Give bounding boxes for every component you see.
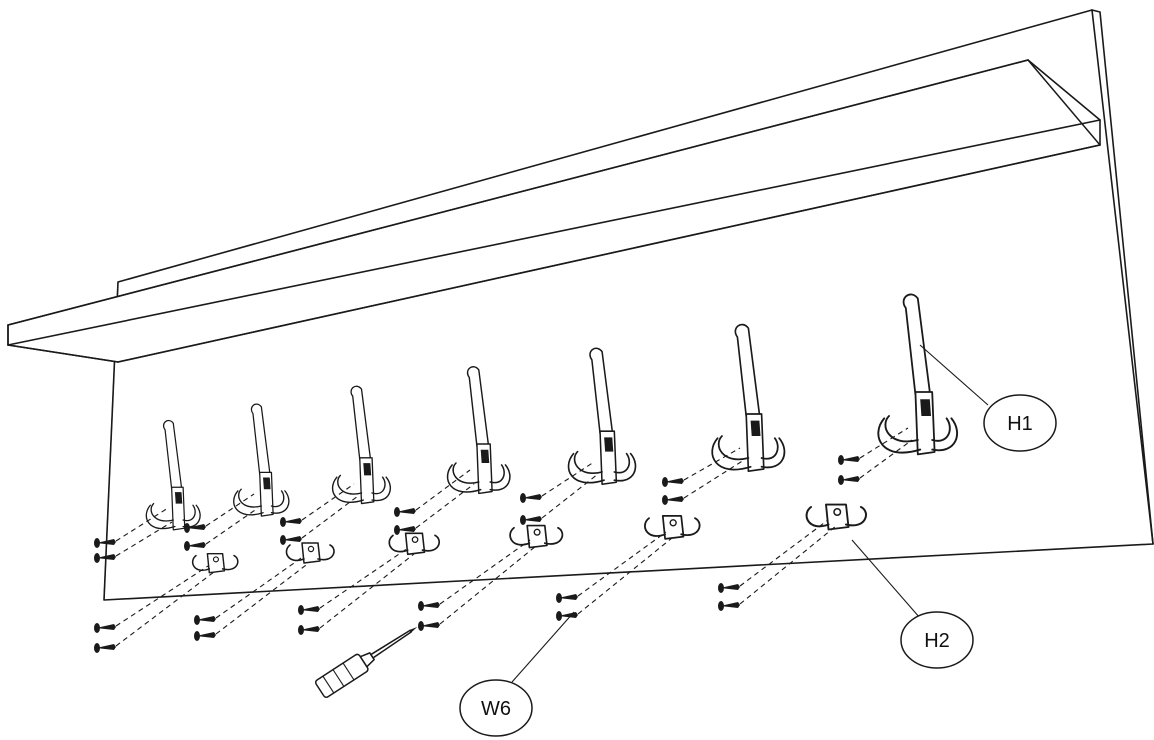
- callout-leaders: [511, 344, 989, 683]
- double-hook: [285, 542, 335, 564]
- screw: [718, 601, 740, 611]
- double-hook: [388, 532, 441, 556]
- callout-h1: H1: [983, 394, 1057, 452]
- screw: [662, 477, 684, 487]
- callout-h1-label: H1: [1007, 413, 1033, 435]
- screw: [194, 631, 216, 641]
- screw: [94, 643, 116, 653]
- triple-hook: [567, 347, 637, 486]
- triple-hook: [331, 385, 392, 505]
- callout-h2-label: H2: [924, 630, 950, 652]
- triple-hook: [145, 419, 201, 531]
- triple-hook: [233, 403, 290, 517]
- screw: [520, 493, 542, 503]
- screws-and-guides: [94, 427, 913, 653]
- callout-w6: W6: [459, 679, 533, 737]
- screw: [280, 535, 302, 545]
- triple-hook: [711, 323, 786, 473]
- double-hook: [644, 514, 701, 540]
- screw: [520, 515, 542, 525]
- triple-hook: [877, 293, 959, 456]
- screw: [662, 495, 684, 505]
- screw: [94, 538, 116, 548]
- screw: [556, 593, 578, 603]
- screw: [838, 475, 860, 485]
- screw: [298, 625, 320, 635]
- double-hook: [805, 503, 867, 531]
- top-shelf: [7, 59, 1101, 363]
- screw: [838, 455, 860, 465]
- screw: [94, 623, 116, 633]
- screw: [280, 517, 302, 527]
- screw: [298, 605, 320, 615]
- triple-hooks: [145, 293, 959, 531]
- screw: [418, 621, 440, 631]
- screwdriver: [314, 626, 418, 698]
- callout-h2: H2: [900, 611, 974, 669]
- screw: [194, 615, 216, 625]
- screw: [418, 601, 440, 611]
- double-hook: [509, 524, 564, 549]
- screw: [718, 583, 740, 593]
- triple-hook: [446, 365, 511, 495]
- screw: [394, 507, 416, 517]
- screw: [184, 541, 206, 551]
- callout-w6-label: W6: [481, 698, 511, 720]
- double-hook: [191, 552, 239, 574]
